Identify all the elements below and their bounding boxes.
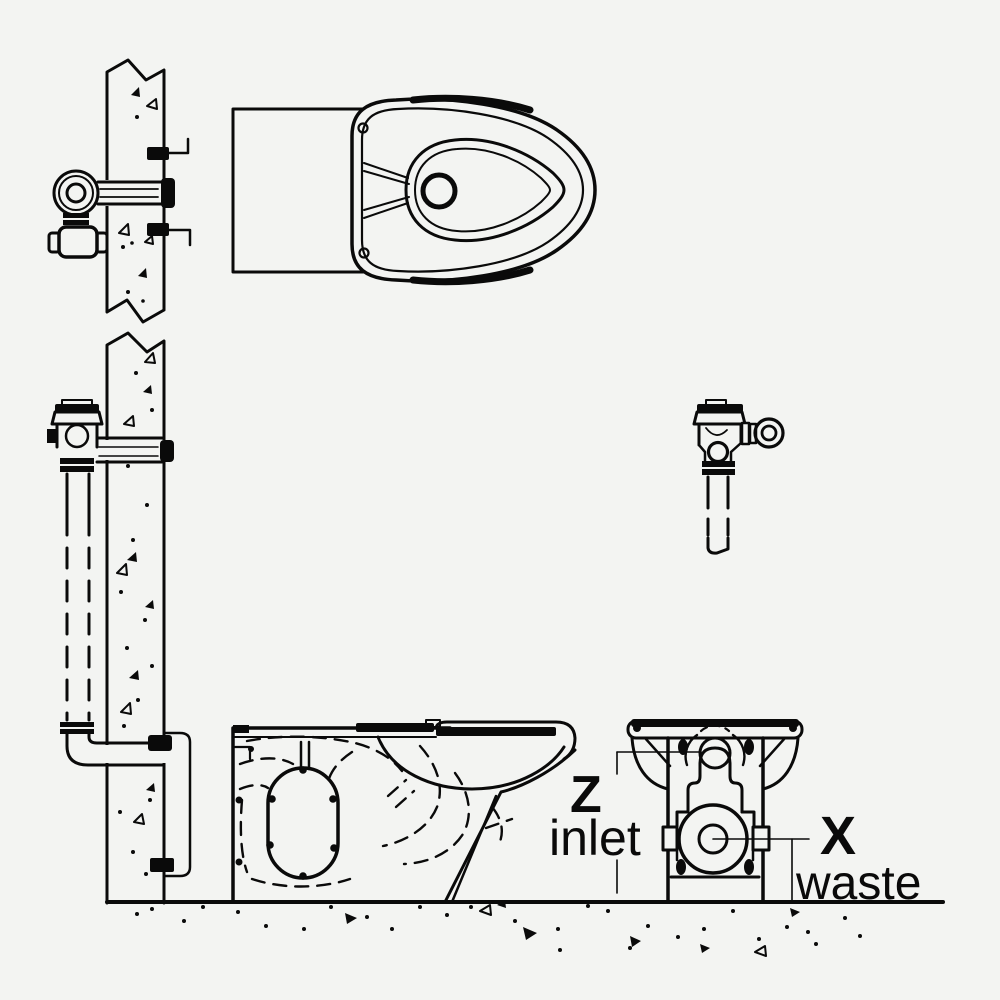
- anchor-bolt: [150, 858, 174, 872]
- inlet-port: [698, 736, 732, 770]
- inlet-dimension-symbol: Z: [570, 766, 602, 824]
- handle-coupling: [753, 417, 785, 449]
- waste-dimension-symbol: X: [820, 806, 857, 866]
- dimension-waste: [712, 838, 810, 902]
- toilet-rear-view: [626, 719, 804, 904]
- drain-outlet: [420, 172, 458, 210]
- carrier-bracket: [150, 731, 192, 878]
- ground-line: [105, 900, 945, 957]
- wall-section-upper: [105, 58, 192, 324]
- flush-valve-side-view: [47, 399, 175, 767]
- concealed-supply-pipe: [65, 513, 91, 722]
- supply-elbow: [65, 732, 164, 767]
- toilet-side-view: [231, 719, 577, 904]
- wall-anchor-bolt: [147, 147, 169, 160]
- toilet-plan-view: [231, 94, 597, 286]
- flush-valve-plan-view: [47, 169, 176, 259]
- flush-valve-detail-view: [692, 399, 785, 555]
- wall-section-lower: [105, 331, 166, 905]
- bolt-hole: [357, 122, 369, 134]
- bolt-hole: [358, 247, 370, 259]
- mounting-bolt-holes: [676, 739, 754, 875]
- hidden-flow-lines: [238, 735, 514, 888]
- inlet-dimension-label: inlet: [549, 810, 641, 866]
- seat-top: [356, 723, 434, 732]
- trapway-outline: [266, 766, 340, 880]
- dimension-inlet: [616, 751, 702, 894]
- wall-anchor-bolt: [147, 223, 169, 236]
- waste-dimension-label: waste: [796, 857, 922, 910]
